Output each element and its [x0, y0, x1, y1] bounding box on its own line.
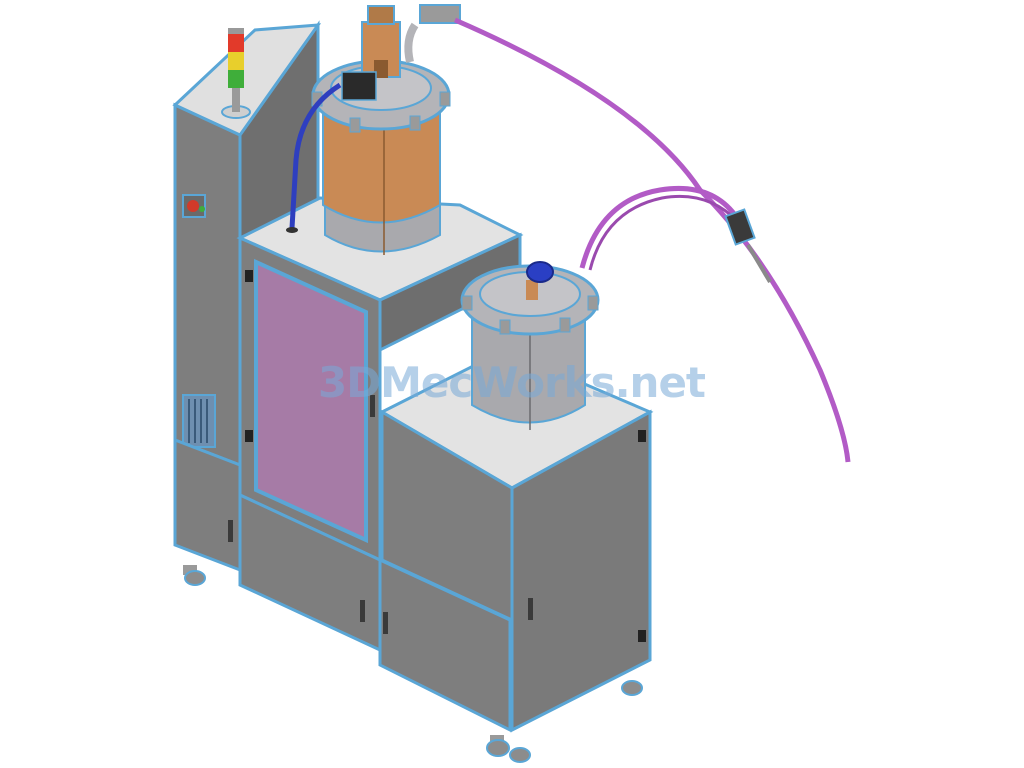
side-door-handle[interactable] [528, 598, 533, 620]
base-cabinet [173, 437, 512, 733]
front-door-window[interactable] [254, 258, 368, 544]
small-tank-body [471, 309, 586, 424]
vent-grille-icon [182, 394, 216, 448]
door-handle[interactable] [370, 395, 375, 417]
drawer-handle[interactable] [228, 520, 233, 542]
casters [183, 565, 643, 763]
tank-body [322, 109, 441, 224]
main-pressure-tank [311, 5, 451, 255]
hinge [245, 430, 253, 442]
purple-hose-secondary [579, 185, 737, 269]
secondary-pressure-tank [460, 261, 600, 430]
drawer-handle[interactable] [360, 600, 365, 622]
dispensing-gun [724, 208, 772, 284]
valve-block [341, 71, 377, 101]
hinge [638, 630, 646, 642]
signal-tower-light-icon [221, 28, 251, 119]
caster [183, 565, 206, 586]
hinge [245, 270, 253, 282]
blue-cap [526, 261, 554, 283]
hinge [638, 430, 646, 442]
hose-fitting [419, 4, 461, 24]
caster [621, 680, 643, 696]
emergency-stop-icon[interactable] [182, 194, 206, 218]
right-cabinet-side [510, 409, 652, 733]
blue-hose [289, 82, 342, 229]
control-cabinet [172, 20, 322, 468]
caster [486, 735, 531, 763]
hoses [286, 4, 851, 463]
drawer-handle[interactable] [383, 612, 388, 634]
